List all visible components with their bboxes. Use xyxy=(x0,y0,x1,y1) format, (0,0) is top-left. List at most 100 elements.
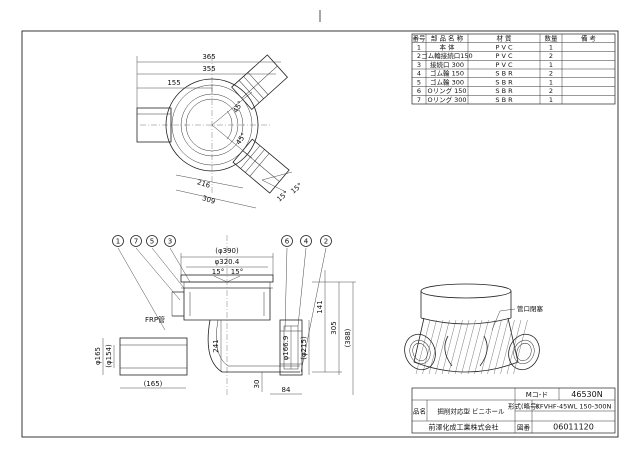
table-cell-qty: 1 xyxy=(549,61,553,69)
hatch-line xyxy=(422,319,437,375)
hatch-line xyxy=(506,319,522,375)
table-cell-no: 1 xyxy=(417,43,421,51)
section-dim-label: (φ390) xyxy=(215,247,239,255)
table-cell-no: 4 xyxy=(417,70,421,78)
tb-name-value: 掘削対応型 ビニホール xyxy=(437,407,505,416)
table-cell-qty: 2 xyxy=(549,70,553,78)
table-cell-material: S B R xyxy=(495,70,513,78)
plan-dim-label: 309 xyxy=(201,194,216,206)
section-dim-label: 141 xyxy=(316,300,324,313)
hatch-line xyxy=(461,319,476,375)
plan-dim-label: 15° xyxy=(289,181,304,195)
plan-dim-label: 365 xyxy=(202,53,215,61)
section-dim-label: 30 xyxy=(253,380,261,389)
table-cell-name: ゴム輪接続口150 xyxy=(421,51,472,60)
table-cell-qty: 1 xyxy=(549,96,553,104)
callout-circle xyxy=(130,235,142,247)
tb-name-label: 品名 xyxy=(413,407,426,416)
iso-callout-label: 管口閉塞 xyxy=(517,304,544,313)
table-cell-material: P V C xyxy=(495,43,512,51)
tb-scale-label: Mコ-ド xyxy=(526,391,549,399)
table-cell-name: Oリング 300 xyxy=(427,95,466,104)
table-cell-name: 接続口 300 xyxy=(430,60,464,69)
table-header: 備 考 xyxy=(581,34,597,43)
section-dim-label: 15° xyxy=(231,268,243,276)
table-cell-material: S B R xyxy=(495,78,513,86)
hatch-line xyxy=(467,319,483,375)
callout-number: 4 xyxy=(304,238,309,246)
section-dim-label: (φ154) xyxy=(105,344,113,368)
table-cell-material: S B R xyxy=(495,87,513,95)
callout-number: 5 xyxy=(150,238,154,246)
callout-circle xyxy=(146,235,158,247)
table-header: 番号 xyxy=(413,35,427,43)
section-dim-label: (388) xyxy=(344,328,352,347)
hatch-line xyxy=(454,319,470,375)
callout-circle xyxy=(300,235,312,247)
table-cell-material: P V C xyxy=(495,61,512,69)
table-cell-no: 6 xyxy=(417,87,421,95)
section-dim-label: (165) xyxy=(144,380,163,388)
table-cell-qty: 2 xyxy=(549,52,553,60)
table-cell-no: 5 xyxy=(417,78,421,86)
section-dim-label: φ166.9 xyxy=(282,336,290,361)
drawing-frame xyxy=(21,30,619,438)
table-header: 数量 xyxy=(545,34,559,43)
section-dim-label: FRP管 xyxy=(145,315,165,324)
table-cell-no: 2 xyxy=(417,52,421,60)
plan-dim-label: 355 xyxy=(202,65,215,73)
table-cell-no: 3 xyxy=(417,61,421,69)
table-cell-material: P V C xyxy=(495,52,512,60)
hatch-line xyxy=(513,319,528,375)
hatch-line xyxy=(435,319,450,375)
callout-number: 2 xyxy=(324,238,328,246)
table-cell-material: S B R xyxy=(495,96,513,104)
table-header: 部 品 名 称 xyxy=(431,34,464,43)
table-cell-name: ゴム輪 150 xyxy=(430,69,464,78)
plan-dim-label: 15° xyxy=(275,189,290,203)
plan-dim-label: 45° xyxy=(232,100,245,115)
hatch-line xyxy=(474,319,489,375)
table-cell-name: 本 体 xyxy=(439,42,455,51)
table-cell-name: ゴム輪 300 xyxy=(430,77,464,86)
callout-number: 3 xyxy=(168,238,172,246)
hatch-line xyxy=(487,319,502,375)
tb-scale-value: 46530N xyxy=(571,390,602,399)
callout-circle xyxy=(320,235,332,247)
hatch-line xyxy=(480,319,496,375)
plan-dim-label: 155 xyxy=(167,79,180,87)
table-cell-name: Oリング 150 xyxy=(427,86,466,95)
tb-company: 前澤化成工業株式会社 xyxy=(429,423,499,432)
hatch-line xyxy=(500,319,515,375)
section-dim-label: 84 xyxy=(282,386,291,394)
section-dim-label: φ165 xyxy=(94,347,102,365)
hatch-line xyxy=(415,319,431,375)
callout-circle xyxy=(164,235,176,247)
hatch-line xyxy=(493,319,509,375)
iso-view: 管口閉塞 xyxy=(404,283,544,375)
tb-model-label: 形式(略号) xyxy=(508,402,539,411)
callout-number: 7 xyxy=(134,238,138,246)
table-header: 材 質 xyxy=(496,34,512,43)
table-cell-qty: 2 xyxy=(549,87,553,95)
tb-drawing-no-label: 図番 xyxy=(517,424,531,432)
table-cell-no: 7 xyxy=(417,96,421,104)
table-cell-qty: 1 xyxy=(549,78,553,86)
tb-drawing-no-value: 06011120 xyxy=(553,423,594,432)
hatch-line xyxy=(448,319,463,375)
section-dim-label: (φ215) xyxy=(300,336,308,360)
hatch-line xyxy=(441,319,457,375)
table-cell-qty: 1 xyxy=(549,43,553,51)
callout-circle xyxy=(112,235,124,247)
plan-dim-label: 216 xyxy=(196,178,212,190)
section-dim-label: 241 xyxy=(212,339,220,352)
section-dim-label: φ320.4 xyxy=(215,258,240,266)
section-dim-label: 15° xyxy=(212,268,224,276)
section-dim-label: 305 xyxy=(330,321,338,334)
callout-number: 6 xyxy=(285,238,290,246)
